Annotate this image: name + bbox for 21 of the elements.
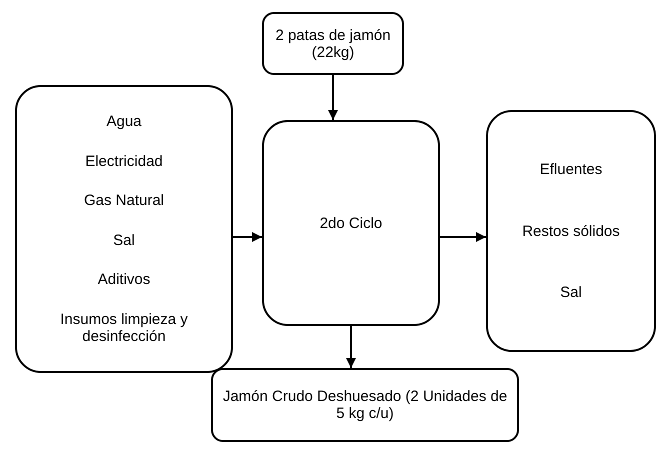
node-text: Sal [560, 284, 582, 302]
node-text: Restos sólidos [522, 222, 620, 240]
process-box [15, 85, 233, 373]
node-text: 2do Ciclo [320, 214, 382, 232]
node-text: Sal [113, 232, 135, 249]
node-text: Jamón Crudo Deshuesado (2 Unidades de 5 kg c/u) [222, 388, 508, 422]
node-text: Gas Natural [84, 192, 164, 210]
process-box [486, 110, 656, 352]
process-box [211, 368, 519, 442]
arrow [346, 326, 356, 368]
node-text: Insumos limpieza y desinfección [59, 310, 189, 345]
process-box [262, 120, 440, 326]
node-text: Agua [106, 113, 142, 130]
arrow [328, 75, 338, 120]
process-box [262, 12, 404, 75]
arrow [233, 232, 262, 242]
node-text: Aditivos [98, 271, 150, 288]
arrow [440, 232, 486, 242]
node-text: 2 patas de jamón (22kg) [274, 26, 392, 60]
node-text: Electricidad [85, 152, 163, 170]
node-text: Efluentes [540, 160, 602, 178]
